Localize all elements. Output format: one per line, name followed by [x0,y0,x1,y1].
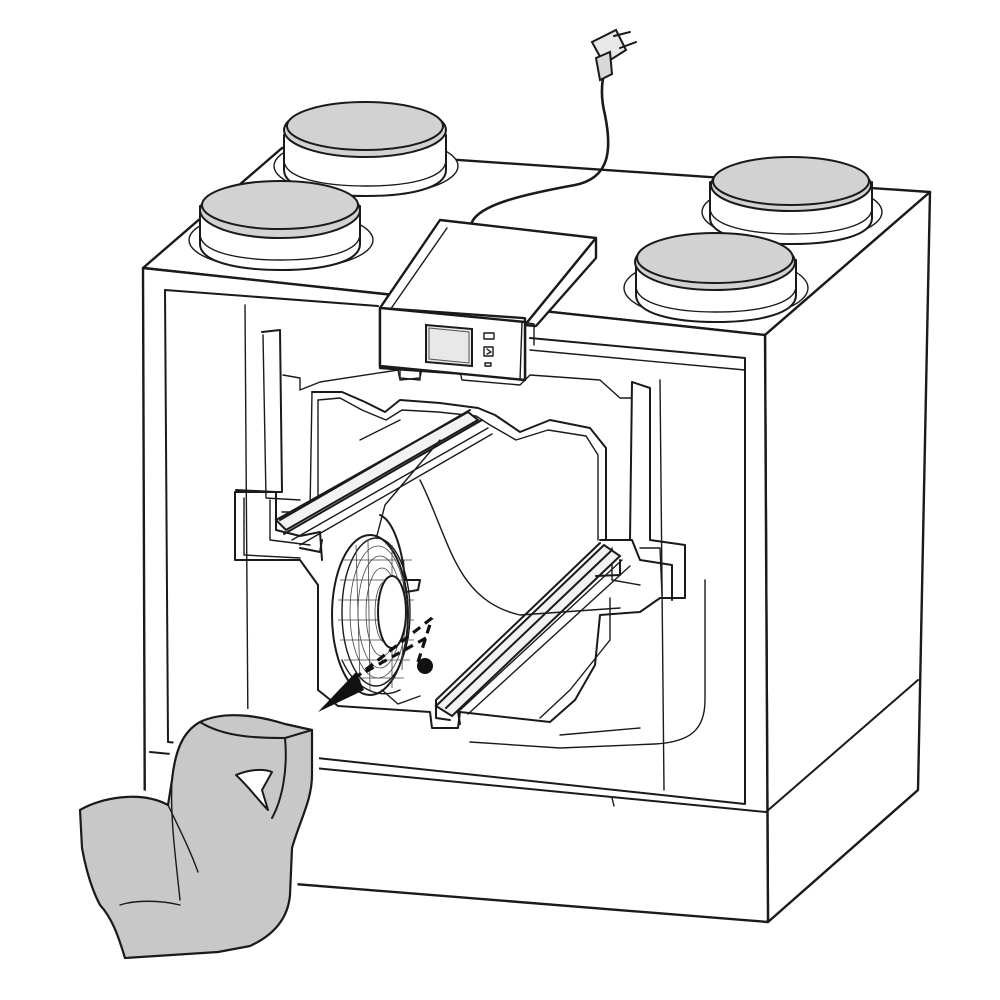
display-screen-icon [425,323,473,368]
front-frame [164,289,746,805]
removal-indicator [318,616,434,712]
filter-status-icon [483,346,494,357]
duct-connector-back-right [701,156,883,245]
removal-arrow-icon [318,672,364,712]
plinth-notch [611,797,615,807]
duct-connector-back-left [273,101,459,197]
control-panel-face [378,306,527,382]
plinth-line-right [765,679,919,813]
removed-filter-part [73,708,319,965]
duct-connector-front-right [623,232,809,323]
fixing-point-icon [417,658,433,674]
divider-curve [419,479,621,616]
duct-connector-front-left [188,180,374,271]
indicator-light-icon [483,332,495,340]
power-cable [470,28,637,224]
fan [331,514,421,705]
power-plug-icon [590,28,637,82]
led-dot-icon [484,362,492,367]
lower-rail [434,542,631,725]
upper-rail [274,409,493,553]
control-unit [378,218,598,382]
